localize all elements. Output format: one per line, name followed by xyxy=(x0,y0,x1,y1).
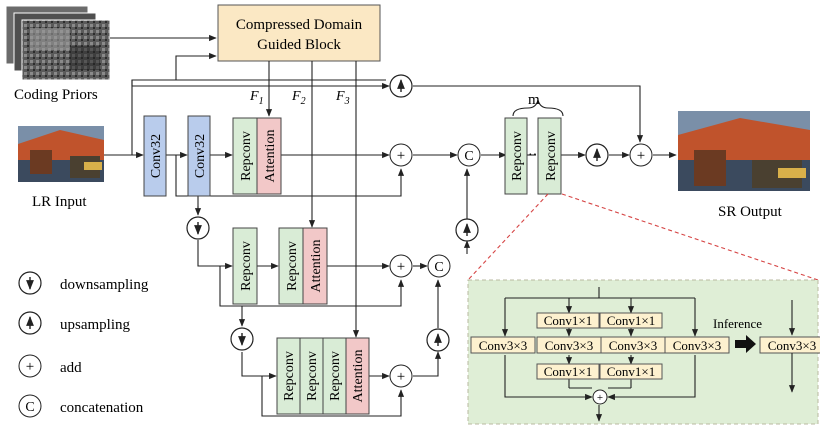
conv32-block-2 xyxy=(187,115,211,197)
svg-text:Compressed Domain: Compressed Domain xyxy=(236,17,363,33)
add-circle-final: + xyxy=(629,143,653,167)
conv3x3-4 xyxy=(664,336,730,354)
svg-text:+: + xyxy=(397,259,405,275)
conv1x1-bottom-left xyxy=(536,363,600,380)
legend: downsampling upsampling + add C concaten… xyxy=(18,271,149,418)
detail-add-circle xyxy=(592,389,608,405)
cdgb-block: Compressed Domain Guided Block xyxy=(217,4,381,62)
plus-icon: + xyxy=(26,359,34,375)
svg-text:Conv3×3: Conv3×3 xyxy=(673,338,722,353)
svg-text:Guided Block: Guided Block xyxy=(257,37,341,53)
svg-text:Repconv: Repconv xyxy=(305,351,320,401)
repconv-block-r2a xyxy=(232,227,258,305)
attention-block-r2 xyxy=(302,227,328,305)
upsample-r2 xyxy=(455,218,479,242)
inference-label: Inference xyxy=(713,316,762,331)
svg-text:C: C xyxy=(434,260,443,275)
svg-text:Attention: Attention xyxy=(351,350,366,403)
svg-text:Conv3×3: Conv3×3 xyxy=(479,338,528,353)
coding-priors-image xyxy=(5,5,111,81)
lr-input-image xyxy=(18,126,104,182)
f1-label: F1 xyxy=(249,89,264,107)
svg-text:add: add xyxy=(60,360,82,376)
svg-text:Repconv: Repconv xyxy=(239,131,254,181)
svg-text:Repconv: Repconv xyxy=(285,241,300,291)
svg-text:Repconv: Repconv xyxy=(328,351,343,401)
attention-block-r3 xyxy=(345,337,370,415)
svg-text:Conv3×3: Conv3×3 xyxy=(609,338,658,353)
repconv-detail-panel: Conv1×1 Conv1×1 Conv3×3 Conv3×3 Conv3×3 … xyxy=(467,279,820,425)
svg-text:Conv1×1: Conv1×1 xyxy=(544,364,593,379)
f3-label: F3 xyxy=(335,89,350,107)
svg-text:Conv32: Conv32 xyxy=(193,134,208,178)
conv1x1-top-right xyxy=(599,312,663,329)
conv1x1-bottom-right xyxy=(599,363,663,380)
conv1x1-top-left xyxy=(536,312,600,329)
concat-circle-r1: C xyxy=(457,143,481,167)
attention-block-r1 xyxy=(256,117,282,195)
svg-text:Repconv: Repconv xyxy=(544,131,559,181)
conv3x3-1 xyxy=(470,336,536,354)
f2-label: F2 xyxy=(291,89,306,107)
coding-priors-label: Coding Priors xyxy=(14,87,98,103)
svg-text:Repconv: Repconv xyxy=(282,351,297,401)
add-circle-r2: + xyxy=(389,254,413,278)
zoom-line-left xyxy=(467,193,549,281)
svg-text:Conv3×3: Conv3×3 xyxy=(545,338,594,353)
svg-text:Attention: Attention xyxy=(309,240,324,293)
downsample-2 xyxy=(230,327,254,351)
svg-text:downsampling: downsampling xyxy=(60,277,149,293)
svg-text:Conv1×1: Conv1×1 xyxy=(544,313,593,328)
black-arrow-icon xyxy=(735,335,756,353)
svg-text:Attention: Attention xyxy=(263,130,278,183)
svg-text:+: + xyxy=(397,148,405,164)
conv32-block-1 xyxy=(143,115,167,197)
svg-text:Conv1×1: Conv1×1 xyxy=(607,364,656,379)
svg-text:+: + xyxy=(397,369,405,385)
upsample-r3 xyxy=(426,328,450,352)
lr-input-label: LR Input xyxy=(32,194,87,210)
svg-text:+: + xyxy=(597,392,603,404)
svg-text:Conv3×3: Conv3×3 xyxy=(768,338,817,353)
zoom-line-right xyxy=(561,193,819,281)
sr-output-label: SR Output xyxy=(718,204,783,220)
upsample-top xyxy=(389,74,413,98)
svg-text:Repconv: Repconv xyxy=(510,131,525,181)
concat-circle-r2: C xyxy=(427,254,451,278)
concat-icon: C xyxy=(25,400,34,415)
add-circle-r1: + xyxy=(389,143,413,167)
svg-text:C: C xyxy=(464,149,473,164)
connections xyxy=(104,34,677,417)
svg-text:Conv32: Conv32 xyxy=(149,134,164,178)
legend-add: + add xyxy=(18,354,82,378)
svg-text:Conv1×1: Conv1×1 xyxy=(607,313,656,328)
svg-text:concatenation: concatenation xyxy=(60,400,144,416)
tail-repconv-m xyxy=(537,117,562,195)
sr-output-image xyxy=(678,111,810,191)
upsample-r1-out xyxy=(585,143,609,167)
legend-concatenation: C concatenation xyxy=(18,394,144,418)
svg-text:Repconv: Repconv xyxy=(239,241,254,291)
legend-upsampling: upsampling xyxy=(18,311,130,335)
svg-text:+: + xyxy=(637,148,645,164)
tail-repconv-1 xyxy=(504,117,528,195)
legend-downsampling: downsampling xyxy=(18,271,149,295)
repconv-block-r1 xyxy=(232,117,258,195)
svg-text:upsampling: upsampling xyxy=(60,317,130,333)
m-label: m xyxy=(528,92,540,108)
add-circle-r3: + xyxy=(389,364,413,388)
downsample-1 xyxy=(186,216,210,240)
